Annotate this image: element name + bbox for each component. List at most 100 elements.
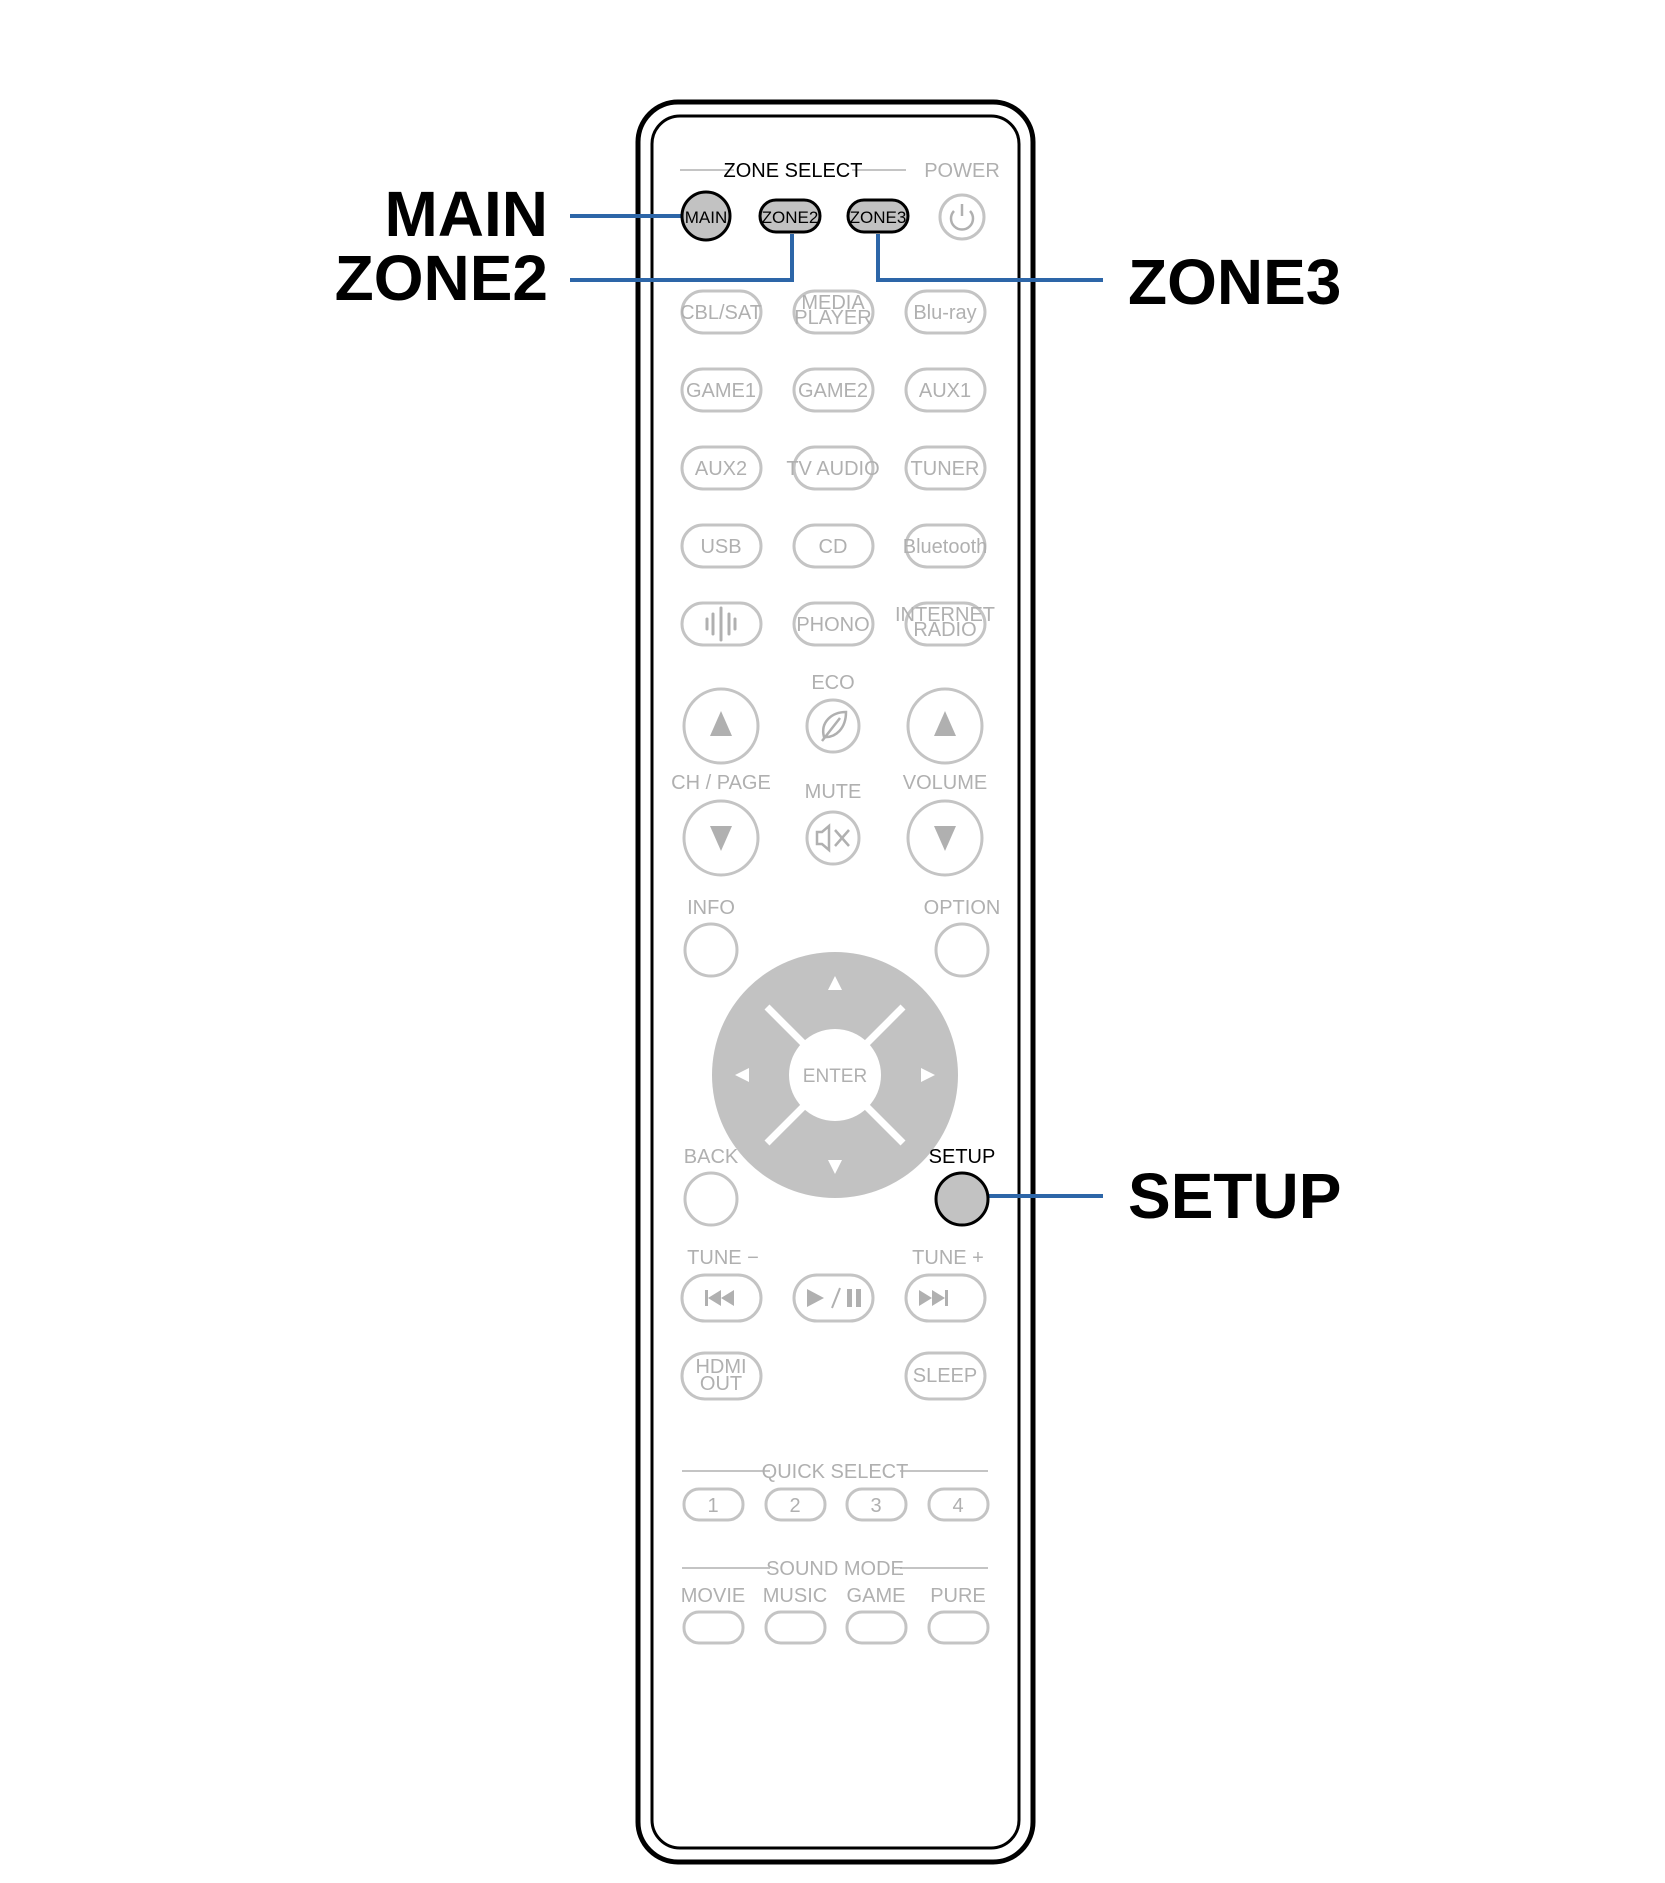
source-row-3: AUX2 TV AUDIO TUNER — [680, 445, 987, 491]
option-button[interactable] — [934, 922, 990, 978]
prev-track-icon — [705, 1290, 734, 1306]
zone3-button[interactable]: ZONE3 — [846, 198, 910, 234]
main-button[interactable]: MAIN — [680, 190, 732, 242]
source-row-5: PHONO INTERNET RADIO — [680, 601, 995, 647]
prev-track-button[interactable] — [680, 1273, 763, 1323]
tuner-label: TUNER — [911, 458, 980, 480]
internet-radio-label-line1: INTERNET — [895, 604, 995, 626]
remote-inner-shell — [650, 114, 1021, 1850]
navigation-pad[interactable]: ENTER — [712, 952, 958, 1198]
play-pause-button[interactable] — [792, 1273, 875, 1323]
aux1-button[interactable] — [904, 367, 987, 413]
quick-select-2-button[interactable] — [764, 1487, 827, 1522]
quick-select-4-button[interactable] — [927, 1487, 990, 1522]
left-arrow-icon[interactable] — [735, 1068, 749, 1082]
play-pause-icon — [807, 1287, 861, 1309]
leader-line-zone3 — [876, 234, 1103, 282]
sleep-label: SLEEP — [913, 1365, 977, 1387]
sound-mode-music-button[interactable] — [764, 1610, 827, 1645]
phono-label: PHONO — [796, 614, 869, 636]
power-label: POWER — [924, 160, 1000, 182]
volume-down-button[interactable] — [906, 799, 984, 877]
game2-label: GAME2 — [798, 380, 868, 402]
quick-select-4-label: 4 — [952, 1495, 963, 1517]
sound-mode-game-label: GAME — [847, 1585, 906, 1607]
sound-mode-game-button[interactable] — [845, 1610, 908, 1645]
hdmi-out-label-line2: OUT — [700, 1373, 742, 1395]
cd-button[interactable] — [792, 523, 875, 569]
enter-button[interactable] — [789, 1029, 881, 1121]
ch-page-up-button[interactable] — [682, 687, 760, 765]
cbl-sat-button[interactable] — [680, 289, 763, 335]
bluetooth-button[interactable] — [904, 523, 987, 569]
quick-select-label: QUICK SELECT — [762, 1461, 909, 1483]
sleep-button[interactable]: SLEEP — [904, 1351, 987, 1401]
option-label: OPTION — [924, 897, 1001, 919]
zone3-button-label: ZONE3 — [850, 208, 907, 227]
down-arrow-icon — [934, 826, 956, 851]
setup-button[interactable] — [934, 1171, 990, 1227]
eco-label: ECO — [811, 672, 854, 694]
quick-select-1-button[interactable] — [682, 1487, 745, 1522]
mute-button[interactable] — [805, 810, 861, 866]
info-label: INFO — [687, 897, 735, 919]
game2-button[interactable] — [792, 367, 875, 413]
tuner-button[interactable] — [904, 445, 987, 491]
phono-button[interactable] — [792, 601, 875, 647]
back-button[interactable] — [683, 1171, 739, 1227]
sound-mode-pure-button[interactable] — [927, 1610, 990, 1645]
info-button[interactable] — [683, 922, 739, 978]
eco-button[interactable] — [805, 698, 861, 754]
tv-audio-button[interactable] — [792, 445, 875, 491]
usb-button[interactable] — [680, 523, 763, 569]
enter-label: ENTER — [803, 1066, 867, 1087]
quick-select-1-label: 1 — [707, 1495, 718, 1517]
media-player-label-line2: PLAYER — [794, 307, 871, 329]
down-arrow-icon — [710, 826, 732, 851]
blu-ray-button[interactable] — [904, 289, 987, 335]
eco-leaf-icon — [821, 710, 848, 742]
media-player-button[interactable] — [792, 289, 875, 335]
ch-page-label: CH / PAGE — [671, 772, 771, 794]
quick-select-3-button[interactable] — [845, 1487, 908, 1522]
internet-radio-button[interactable] — [904, 601, 987, 647]
sound-mode-movie-label: MOVIE — [681, 1585, 745, 1607]
aux2-button[interactable] — [680, 445, 763, 491]
main-button-label: MAIN — [685, 208, 728, 227]
game1-button[interactable] — [680, 367, 763, 413]
sound-mode-label: SOUND MODE — [766, 1558, 904, 1580]
cbl-sat-label: CBL/SAT — [680, 302, 762, 324]
right-arrow-icon[interactable] — [921, 1068, 935, 1082]
quick-select-3-label: 3 — [870, 1495, 881, 1517]
callout-main: MAIN — [384, 178, 548, 250]
media-player-label-line1: MEDIA — [801, 292, 865, 314]
blu-ray-label: Blu-ray — [913, 302, 976, 324]
zone2-button[interactable]: ZONE2 — [758, 198, 822, 234]
down-arrow-icon[interactable] — [828, 1160, 842, 1174]
sound-mode-movie-button[interactable] — [682, 1610, 745, 1645]
mute-icon — [815, 823, 850, 853]
zone-select-label: ZONE SELECT — [724, 160, 863, 182]
next-track-button[interactable] — [904, 1273, 987, 1323]
internet-radio-label-line2: RADIO — [913, 619, 976, 641]
callout-zone3: ZONE3 — [1128, 246, 1341, 318]
quick-select-2-label: 2 — [789, 1495, 800, 1517]
hdmi-out-label-line1: HDMI — [695, 1356, 746, 1378]
power-icon — [949, 204, 975, 231]
hdmi-out-button[interactable]: HDMI OUT — [680, 1351, 763, 1401]
ch-page-down-button[interactable] — [682, 799, 760, 877]
source-row-4: USB CD Bluetooth — [680, 523, 988, 569]
cd-label: CD — [819, 536, 848, 558]
bluetooth-label: Bluetooth — [903, 536, 988, 558]
tune-minus-label: TUNE − — [687, 1247, 759, 1269]
next-track-icon — [919, 1290, 948, 1306]
callout-zone2: ZONE2 — [335, 242, 548, 314]
mute-label: MUTE — [805, 781, 862, 803]
volume-up-button[interactable] — [906, 687, 984, 765]
power-button[interactable] — [938, 193, 986, 241]
leader-line-zone2 — [570, 234, 794, 282]
up-arrow-icon — [710, 711, 732, 736]
source-row-2: GAME1 GAME2 AUX1 — [680, 367, 987, 413]
up-arrow-icon[interactable] — [828, 976, 842, 990]
